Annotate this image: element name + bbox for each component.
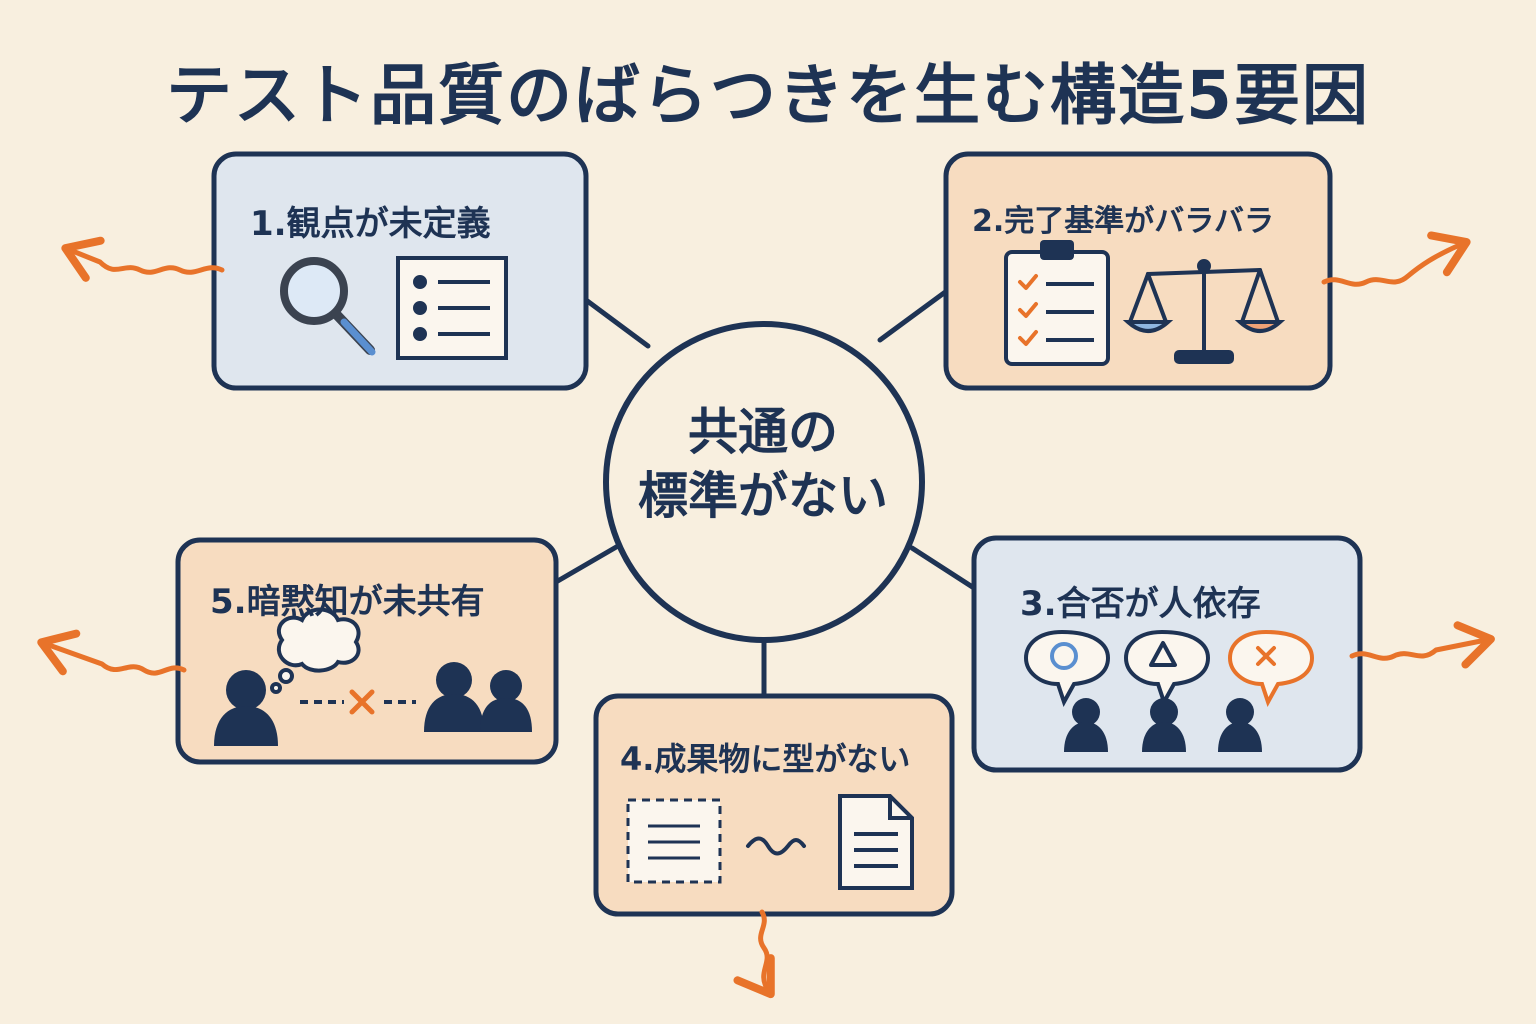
center-line-2: 標準がない [638, 467, 888, 525]
checklist-icon [396, 256, 508, 360]
cross-speech-icon [1227, 629, 1315, 707]
factor-box-2 [943, 151, 1333, 391]
center-label: 共通の 標準がない [608, 400, 918, 528]
arrow-left-bottom [37, 629, 187, 676]
connectors [553, 287, 977, 697]
page-title: テスト品質のばらつきを生む構造5要因 [166, 57, 1370, 134]
dashed-document-icon [626, 798, 722, 884]
thinker-person-icon [214, 670, 278, 746]
connector-3 [909, 545, 977, 591]
person-icon [1064, 698, 1262, 752]
connector-2 [877, 287, 951, 343]
circle-speech-icon [1023, 629, 1111, 707]
factor-label-5: 5.暗黙知が未共有 [210, 582, 485, 622]
arrow-right-bottom [1349, 621, 1495, 669]
center-circle [603, 321, 925, 643]
arrow-down [733, 909, 775, 999]
connector-1 [583, 297, 651, 349]
balance-scale-icon [1122, 259, 1286, 364]
factor-label-4: 4.成果物に型がない [620, 740, 911, 778]
factor-label-3: 3.合否が人依存 [1020, 584, 1261, 624]
group-icon [424, 662, 532, 732]
center-line-1: 共通の [688, 403, 838, 461]
thought-bubble-icon [270, 607, 361, 694]
document-icon [838, 794, 914, 890]
connector-5 [553, 543, 621, 585]
cross-icon [300, 689, 416, 715]
factor-label-2: 2.完了基準がバラバラ [972, 204, 1274, 239]
arrow-left-top [61, 236, 225, 282]
search-icon [280, 257, 376, 356]
clipboard-check-icon [1004, 240, 1110, 366]
arrow-right-top [1321, 231, 1471, 287]
triangle-speech-icon [1123, 629, 1211, 707]
factor-label-1: 1.観点が未定義 [250, 204, 491, 244]
wave-icon [746, 836, 806, 856]
